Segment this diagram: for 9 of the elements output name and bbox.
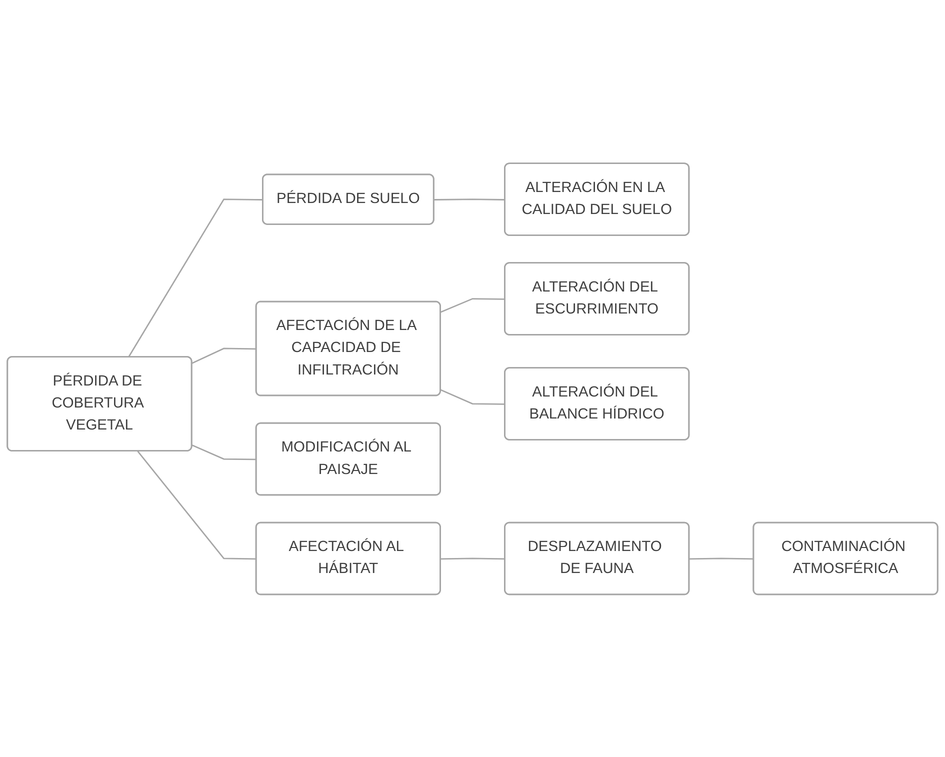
connector — [434, 198, 506, 200]
connector — [440, 298, 506, 312]
connector — [192, 444, 257, 460]
connector — [689, 557, 754, 560]
connector — [137, 450, 257, 560]
connector — [440, 388, 506, 405]
connector — [128, 198, 264, 358]
connector — [192, 347, 257, 364]
connector — [440, 557, 506, 560]
